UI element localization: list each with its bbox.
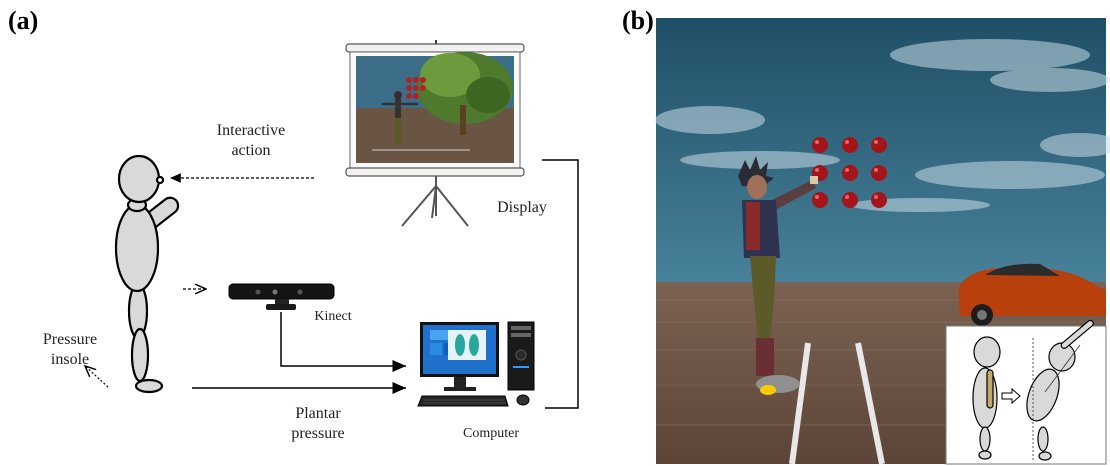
- plantar-pressure-label: Plantar pressure: [268, 404, 368, 444]
- posture-inset: [945, 319, 1107, 465]
- panel-a-letter: (a): [8, 6, 39, 35]
- computer: [417, 321, 535, 407]
- interactive-action-line-1: Interactive: [216, 122, 286, 139]
- pressure-insole-arrow: [85, 366, 109, 388]
- connectors: [85, 159, 579, 409]
- display-label: Display: [497, 199, 547, 216]
- panel-b-letter: (b): [622, 6, 654, 35]
- pressure-insole-label: Pressure insole: [30, 330, 110, 370]
- interactive-action-label: Interactive action: [196, 121, 306, 161]
- car: [958, 263, 1106, 326]
- computer-label: Computer: [463, 426, 519, 441]
- kinect-label: Kinect: [314, 309, 352, 324]
- plantar-pressure-line-2: pressure: [291, 425, 345, 442]
- pressure-insole-line-2: insole: [50, 351, 90, 368]
- avatar-character: [738, 156, 818, 395]
- pressure-insole-line-1: Pressure: [42, 331, 98, 348]
- interactive-action-line-2: action: [231, 142, 271, 159]
- kinect-to-computer-arrow: [280, 312, 406, 372]
- plantar-pressure-line-1: Plantar: [295, 405, 341, 422]
- computer-display-connector: [542, 159, 579, 409]
- projector-screen: [345, 40, 525, 227]
- kinect-sensor: [228, 283, 335, 310]
- human-figure: [114, 154, 180, 394]
